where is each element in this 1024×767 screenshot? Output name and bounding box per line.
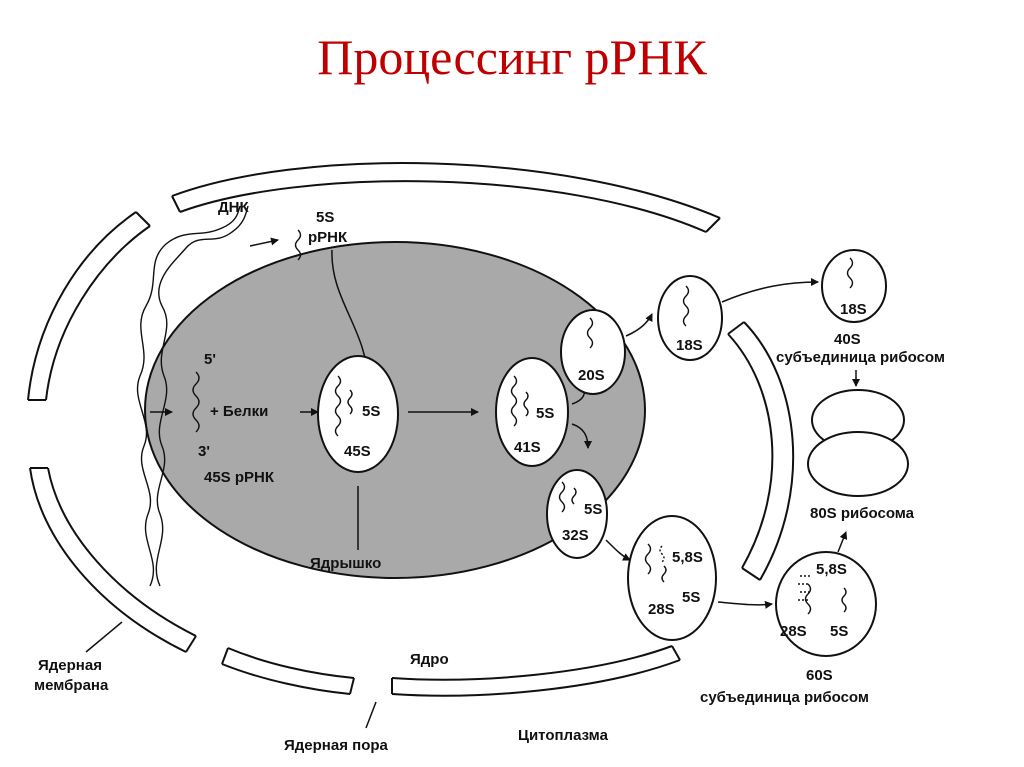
40s-label: 40S xyxy=(834,331,861,348)
dna-helix xyxy=(136,205,249,587)
dna-label: ДНК xyxy=(218,199,250,216)
cell5-32s-label: 32S xyxy=(562,527,589,544)
dna-to-5s-arrow xyxy=(249,237,279,247)
cytoplasm-label: Цитоплазма xyxy=(518,727,609,744)
cell-40s: 18S xyxy=(821,249,887,323)
nuclear-pore-label: Ядерная пора xyxy=(284,737,389,754)
20s-to-18s-arrow xyxy=(625,313,653,337)
cell3-20s-label: 20S xyxy=(578,367,605,384)
18s-to-40s-arrow xyxy=(721,278,819,303)
prime3-label: 3' xyxy=(198,443,210,460)
small-subunit-label: субъединица рибосом xyxy=(776,349,945,366)
plus-proteins-label: + Белки xyxy=(210,403,268,420)
nuclear-membrane xyxy=(27,162,795,697)
5s-top-label: 5S xyxy=(316,209,334,226)
32s-to-28s-arrow xyxy=(605,539,631,561)
prime5-label: 5' xyxy=(204,351,216,368)
cell8-28s-label: 28S xyxy=(780,623,807,640)
5s-rrna-squiggle xyxy=(294,229,302,261)
cell-28s-processing: 5,8S 5S 28S xyxy=(627,515,717,641)
cell-45s: 5S 45S xyxy=(317,355,399,473)
41s-to-32s-arrow xyxy=(571,423,592,449)
membrane-label-line2: мембрана xyxy=(34,677,109,694)
45s-rrna-label: 45S рРНК xyxy=(204,469,275,486)
large-subunit-label: субъединица рибосом xyxy=(700,689,869,706)
pore-leader-line xyxy=(365,701,377,729)
60s-to-80s-arrow xyxy=(837,531,848,553)
cell5-5s-label: 5S xyxy=(584,501,602,518)
cell-41s: 5S 41S xyxy=(495,357,569,467)
cell-60s: 5,8S 28S 5S xyxy=(775,551,877,657)
cell1-45s-label: 45S xyxy=(344,443,371,460)
cell8-58s-label: 5,8S xyxy=(816,561,847,578)
cell7-18s-label: 18S xyxy=(840,301,867,318)
nucleolus-label: Ядрышко xyxy=(310,555,381,572)
cell-20s: 20S xyxy=(560,309,626,395)
cell-32s: 5S 32S xyxy=(546,469,608,559)
cell6-58s-label: 5,8S xyxy=(672,549,703,566)
cell6-5s-label: 5S xyxy=(682,589,700,606)
page-title: Процессинг рРНК xyxy=(317,29,707,85)
28s-to-60s-arrow xyxy=(717,600,773,609)
cell6-28s-label: 28S xyxy=(648,601,675,618)
cell2-41s-label: 41S xyxy=(514,439,541,456)
membrane-leader-line xyxy=(85,621,123,653)
cell2-5s-label: 5S xyxy=(536,405,554,422)
cell-18s: 18S xyxy=(657,275,723,361)
60s-label: 60S xyxy=(806,667,833,684)
cell4-18s-label: 18S xyxy=(676,337,703,354)
nucleus-label: Ядро xyxy=(410,651,449,668)
cell1-5s-label: 5S xyxy=(362,403,380,420)
rrna-top-label: рРНК xyxy=(308,229,348,246)
membrane-label-line1: Ядерная xyxy=(38,657,102,674)
80s-ribosome-label: 80S рибосома xyxy=(810,505,915,522)
cell8-5s-label: 5S xyxy=(830,623,848,640)
45s-transcript xyxy=(192,371,200,433)
ribosome-80s xyxy=(807,389,909,497)
